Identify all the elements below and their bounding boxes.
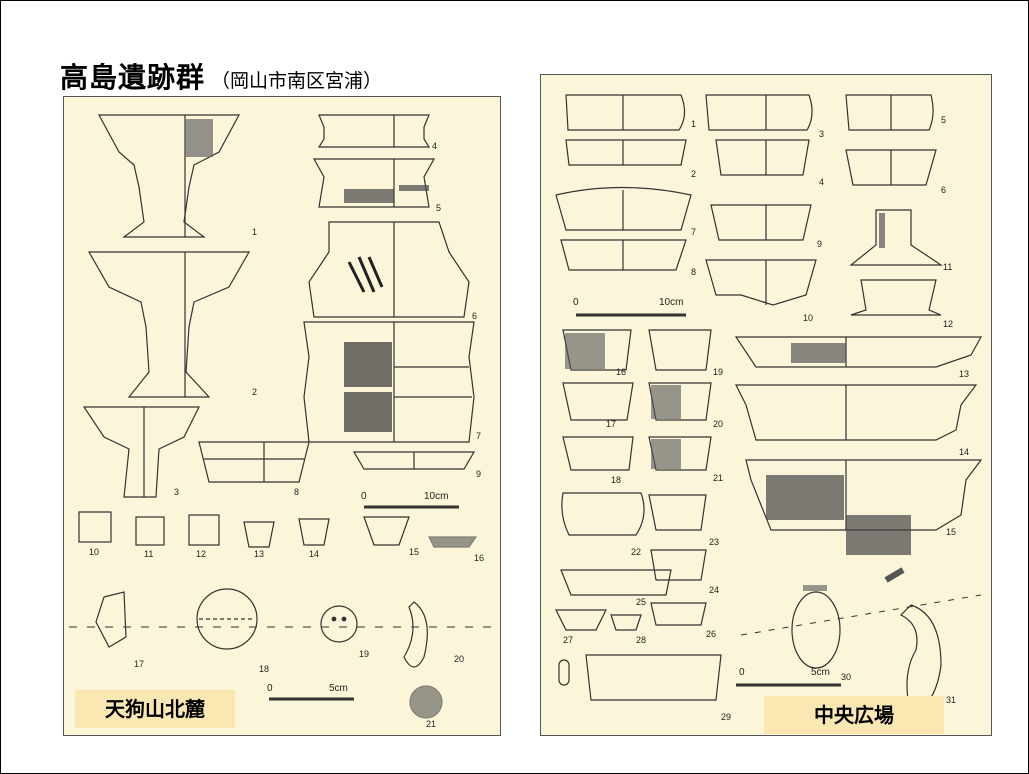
right-fig-19: 19: [713, 367, 723, 377]
right-scale-10cm-end: 10cm: [659, 297, 683, 308]
title-sub: （岡山市南区宮浦）: [211, 70, 383, 92]
right-fig-13: 13: [959, 369, 969, 379]
right-fig-16: 16: [616, 367, 626, 377]
left-figure-panel: 0 10cm 0 5cm 1 2 3 4 5 6 7 8 9 10 11 12 …: [63, 96, 501, 736]
right-fig-10: 10: [803, 313, 813, 323]
right-fig-17: 17: [606, 419, 616, 429]
slide-title: 高島遺跡群（岡山市南区宮浦）: [60, 56, 382, 96]
left-fig-7: 7: [476, 431, 481, 441]
left-fig-21: 21: [426, 719, 436, 729]
right-fig-6: 6: [941, 185, 946, 195]
left-fig-9: 9: [476, 469, 481, 479]
left-scale-5cm-zero: 0: [267, 683, 273, 694]
right-fig-24: 24: [709, 585, 719, 595]
right-fig-18: 18: [611, 475, 621, 485]
left-scale-10cm-zero: 0: [361, 491, 367, 502]
left-scale-10cm-end: 10cm: [424, 491, 448, 502]
right-fig-4: 4: [819, 177, 824, 187]
right-figure-panel: 0 10cm 0 5cm 1 2 3 4 5 6 7 8 9 10 11 12 …: [540, 74, 992, 736]
left-fig-19: 19: [359, 649, 369, 659]
right-fig-1: 1: [691, 119, 696, 129]
left-fig-18: 18: [259, 664, 269, 674]
left-fig-4: 4: [432, 141, 437, 151]
right-fig-26: 26: [706, 629, 716, 639]
right-fig-5: 5: [941, 115, 946, 125]
left-fig-14: 14: [309, 549, 319, 559]
right-fig-20: 20: [713, 419, 723, 429]
right-fig-27: 27: [563, 635, 573, 645]
right-fig-31: 31: [946, 695, 956, 705]
right-fig-21: 21: [713, 473, 723, 483]
left-fig-2: 2: [252, 387, 257, 397]
site-label-tenguyama: 天狗山北麓: [75, 690, 235, 728]
right-fig-9: 9: [817, 239, 822, 249]
right-scale-5cm-zero: 0: [739, 667, 745, 678]
right-fig-23: 23: [709, 537, 719, 547]
title-main: 高島遺跡群: [60, 61, 206, 94]
right-fig-12: 12: [943, 319, 953, 329]
right-fig-15: 15: [946, 527, 956, 537]
right-fig-11: 11: [943, 262, 952, 272]
left-fig-1: 1: [252, 227, 257, 237]
left-fig-12: 12: [196, 549, 206, 559]
right-fig-14: 14: [959, 447, 969, 457]
left-fig-11: 11: [144, 549, 153, 559]
left-pottery-drawing: 0 10cm 0 5cm 1 2 3 4 5 6 7 8 9 10 11 12 …: [69, 114, 494, 729]
left-fig-5: 5: [436, 203, 441, 213]
site-label-chuo-hiroba: 中央広場: [764, 696, 944, 734]
right-scale-5cm-end: 5cm: [811, 667, 830, 678]
left-fig-17: 17: [134, 659, 144, 669]
right-fig-22: 22: [631, 547, 641, 557]
left-fig-8: 8: [294, 487, 299, 497]
left-fig-10: 10: [89, 547, 99, 557]
left-fig-6: 6: [472, 311, 477, 321]
right-fig-8: 8: [691, 267, 696, 277]
right-fig-3: 3: [819, 129, 824, 139]
right-fig-29: 29: [721, 712, 731, 722]
right-pottery-drawing: 0 10cm 0 5cm 1 2 3 4 5 6 7 8 9 10 11 12 …: [555, 94, 983, 722]
right-fig-2: 2: [691, 169, 696, 179]
left-fig-15: 15: [409, 547, 419, 557]
right-scale-10cm-zero: 0: [573, 297, 579, 308]
left-scale-5cm-end: 5cm: [329, 683, 348, 694]
left-fig-16: 16: [474, 553, 484, 563]
right-fig-28: 28: [636, 635, 646, 645]
right-fig-30: 30: [841, 672, 851, 682]
left-fig-13: 13: [254, 549, 264, 559]
right-fig-25: 25: [636, 597, 646, 607]
right-fig-7: 7: [691, 227, 696, 237]
left-fig-20: 20: [454, 654, 464, 664]
left-fig-3: 3: [174, 487, 179, 497]
